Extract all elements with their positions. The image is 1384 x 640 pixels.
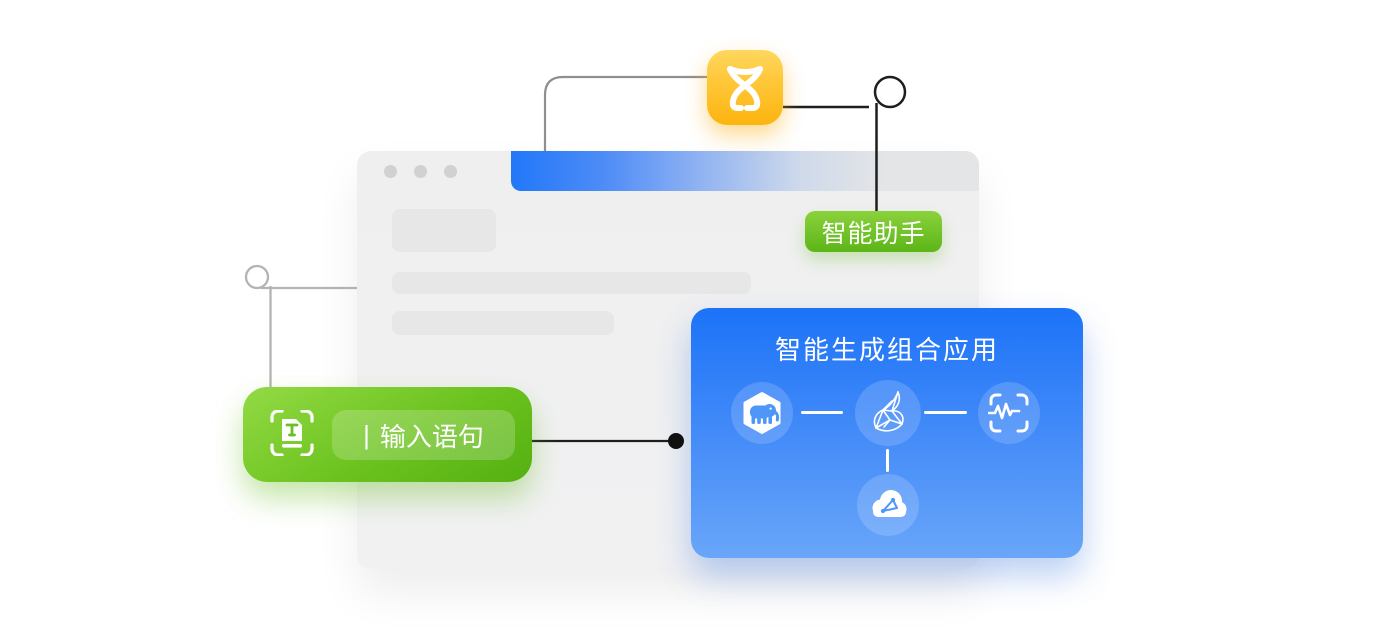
content-placeholder-block	[392, 209, 496, 252]
panel-title: 智能生成组合应用	[774, 335, 999, 365]
text-cursor: |	[363, 419, 370, 450]
cloud-network-icon	[872, 490, 907, 517]
assistant-badge[interactable]: 智能助手	[805, 211, 942, 252]
node-database	[731, 382, 793, 444]
node-link	[924, 411, 967, 414]
wire-loop-left	[244, 264, 357, 387]
wire-hourglass-left	[543, 75, 707, 151]
node-monitor	[978, 382, 1040, 444]
node-cloud	[857, 474, 919, 536]
content-placeholder-line	[392, 272, 751, 294]
content-placeholder-line	[392, 311, 614, 335]
traffic-dot	[444, 165, 457, 178]
traffic-dot	[384, 165, 397, 178]
pulse-frame-icon	[988, 393, 1029, 433]
traffic-dot	[414, 165, 427, 178]
hourglass-icon	[727, 65, 763, 111]
composition-panel: 智能生成组合应用	[691, 308, 1083, 558]
window-traffic-dots	[384, 165, 457, 178]
node-link-vertical	[886, 449, 889, 472]
input-label: 输入语句	[379, 421, 484, 452]
text-scan-icon	[270, 410, 314, 456]
input-statement-tag[interactable]: | 输入语句	[243, 387, 532, 482]
browser-header-gradient-bar	[511, 151, 979, 191]
hourglass-app-icon	[707, 50, 783, 125]
mesh-model-icon	[873, 391, 904, 432]
database-elephant-icon	[743, 392, 781, 434]
node-mesh-model	[855, 380, 921, 446]
input-field[interactable]: | 输入语句	[332, 410, 515, 460]
node-link	[801, 411, 843, 414]
assistant-badge-label: 智能助手	[821, 219, 926, 248]
